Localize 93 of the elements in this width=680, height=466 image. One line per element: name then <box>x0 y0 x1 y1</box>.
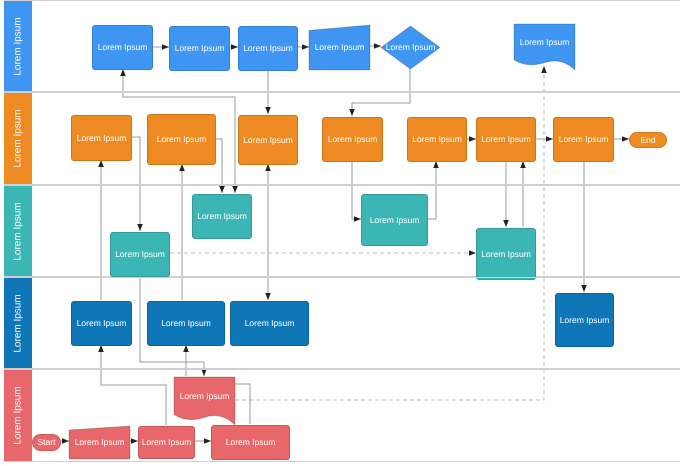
node-label: Lorem Ipsum <box>156 134 206 145</box>
lane-title: Lorem Ipsum <box>12 294 24 352</box>
node-label: Lorem Ipsum <box>386 42 436 53</box>
terminator-pill <box>32 434 61 451</box>
arrow <box>370 43 382 49</box>
node-label: Lorem Ipsum <box>161 318 211 329</box>
terminator-pill <box>629 132 667 148</box>
arrow <box>265 164 271 300</box>
arrow <box>466 136 476 142</box>
node-label: Lorem Ipsum <box>520 37 570 48</box>
process-box <box>553 117 614 162</box>
node-label: Lorem Ipsum <box>243 43 293 54</box>
node-label: Lorem Ipsum <box>180 390 230 402</box>
process-box <box>238 26 298 71</box>
node-label: Lorem Ipsum <box>76 132 126 144</box>
node-label: Lorem Ipsum <box>74 437 124 448</box>
node-label: Lorem Ipsum <box>76 318 126 329</box>
process-box <box>211 425 290 460</box>
arrow <box>194 438 212 444</box>
arrow <box>98 160 104 300</box>
document-shape <box>174 377 235 425</box>
process-box <box>230 301 309 346</box>
node-label: Lorem Ipsum <box>226 437 276 448</box>
node-label: Lorem Ipsum <box>197 211 247 222</box>
document-shape <box>514 24 575 70</box>
process-box <box>476 228 536 280</box>
dashed-arrow <box>234 66 547 400</box>
dashed-arrow <box>170 250 476 256</box>
decision-diamond <box>381 26 440 69</box>
arrow <box>428 160 439 220</box>
arrow <box>230 44 238 50</box>
node-label: Lorem Ipsum <box>314 42 364 53</box>
node-label: Start <box>38 437 56 448</box>
process-box <box>71 301 132 346</box>
process-box <box>169 26 230 71</box>
swimlane <box>4 277 680 369</box>
swimlane <box>4 185 680 277</box>
arrow <box>132 136 143 232</box>
arrow <box>234 384 250 424</box>
process-box <box>147 301 225 346</box>
node-label: Lorem Ipsum <box>481 134 531 145</box>
node-label: Lorem Ipsum <box>412 134 462 145</box>
lane-title: Lorem Ipsum <box>12 386 24 445</box>
process-box <box>361 194 428 246</box>
arrow <box>179 164 185 300</box>
node-label: Lorem Ipsum <box>328 134 378 145</box>
process-box <box>407 117 467 162</box>
node-label: Lorem Ipsum <box>142 437 192 448</box>
node-label: Lorem Ipsum <box>560 314 610 326</box>
arrow <box>98 344 166 426</box>
node-label: Lorem Ipsum <box>244 318 294 329</box>
node-label: Lorem Ipsum <box>243 134 293 146</box>
arrow <box>183 344 189 376</box>
lane-title: Lorem Ipsum <box>12 202 24 260</box>
arrow <box>265 70 271 114</box>
process-box <box>476 117 536 162</box>
arrow <box>503 160 509 228</box>
arrow <box>130 438 138 444</box>
process-box <box>71 115 132 161</box>
node-label: Lorem Ipsum <box>558 134 608 145</box>
arrow <box>581 160 587 292</box>
arrow <box>352 160 362 222</box>
arrow <box>536 136 554 142</box>
arrow <box>152 44 170 50</box>
node-label: Lorem Ipsum <box>481 248 531 260</box>
process-box <box>147 114 216 165</box>
manual-input-shape <box>309 25 370 70</box>
arrow <box>520 160 526 228</box>
arrow <box>614 136 630 142</box>
lane-title: Lorem Ipsum <box>12 16 24 76</box>
process-box <box>92 25 153 70</box>
process-box <box>110 232 170 277</box>
arrow <box>140 276 207 376</box>
node-label: Lorem Ipsum <box>370 214 420 226</box>
arrow <box>120 68 238 194</box>
lane-title: Lorem Ipsum <box>12 109 24 168</box>
node-label: Lorem Ipsum <box>98 42 148 53</box>
arrow <box>60 438 70 444</box>
manual-input-shape <box>69 426 130 459</box>
node-label: Lorem Ipsum <box>174 43 224 54</box>
swimlane <box>4 0 680 92</box>
process-box <box>192 194 252 239</box>
process-box <box>238 115 298 165</box>
process-box <box>138 426 195 459</box>
process-box <box>322 117 383 162</box>
node-label: End <box>640 134 656 146</box>
swimlane <box>4 92 680 185</box>
process-box <box>555 293 614 347</box>
arrow <box>216 138 225 194</box>
arrow <box>349 68 410 116</box>
swimlane <box>4 369 680 462</box>
node-label: Lorem Ipsum <box>115 249 165 260</box>
arrow <box>298 44 310 50</box>
